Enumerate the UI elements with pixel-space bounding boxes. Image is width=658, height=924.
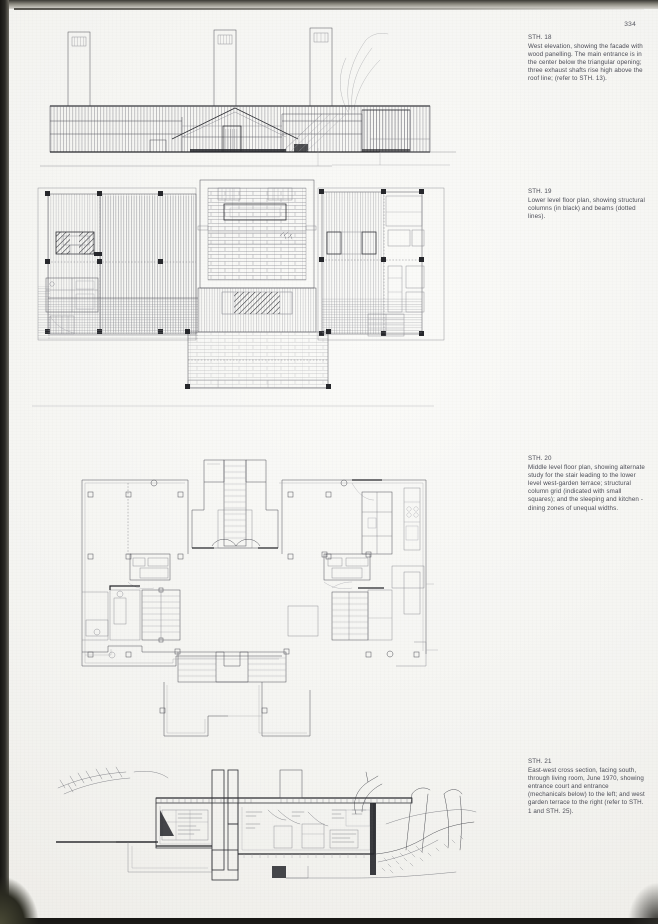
- caption-text: Lower level floor plan, showing structur…: [528, 197, 645, 221]
- structural-column: [381, 189, 386, 194]
- photo-corner-bottom-right: [610, 858, 658, 924]
- vegetation-sketch: [340, 33, 389, 113]
- plan19-center-core: [197, 179, 317, 289]
- book-gutter-edge: [0, 0, 9, 924]
- sleeping-zone-west: [81, 479, 189, 666]
- column-grid-marker: [413, 651, 420, 658]
- kitchen-cabinets: [361, 491, 393, 555]
- entrance-court: [116, 803, 212, 873]
- round-column: [340, 479, 348, 487]
- caption-number: STH. 18: [528, 34, 552, 41]
- west-garden-terrace-landscape: [56, 771, 477, 879]
- mechanicals-below: [211, 849, 239, 881]
- column-grid-marker: [177, 553, 184, 560]
- caption-number: STH. 20: [528, 455, 552, 462]
- caption-sth-21: STH. 21 East-west cross section, facing …: [528, 758, 646, 816]
- landscape-sketch-left: [57, 766, 169, 795]
- entrance-threshold: [190, 149, 286, 153]
- fireplace-stack: [191, 459, 279, 549]
- entrance-poche-wall: [211, 769, 225, 871]
- page-top-edge: [9, 0, 658, 9]
- fireplace-core: [55, 231, 102, 256]
- west-garden-terrace-stair: [82, 583, 438, 737]
- plan19-terrace: [32, 287, 434, 407]
- column-grid-marker: [177, 491, 184, 498]
- column-grid-marker: [125, 491, 132, 498]
- column-grid-marker: [365, 651, 372, 658]
- triangular-opening: [171, 107, 299, 140]
- column-grid-marker: [125, 553, 132, 560]
- plan19-west-wing: [37, 187, 198, 341]
- column-grid-marker: [287, 491, 294, 498]
- page-top-rule: [14, 8, 644, 10]
- structural-column: [319, 189, 324, 194]
- kitchen-dining-zone-east: [279, 479, 427, 658]
- caption-number: STH. 21: [528, 758, 552, 765]
- main-entrance: [222, 125, 242, 153]
- tree-sketch: [354, 771, 463, 853]
- living-room-void: [287, 605, 319, 637]
- structural-column: [97, 191, 102, 196]
- caption-number: STH. 19: [528, 188, 552, 195]
- section-building: [116, 769, 413, 881]
- column-grid-marker: [87, 651, 94, 658]
- living-room-section: [237, 803, 376, 875]
- structural-column: [381, 257, 386, 262]
- caption-text: East-west cross section, facing south, t…: [528, 767, 645, 815]
- kitchen-counter-east: [391, 487, 425, 615]
- caption-text: West elevation, showing the facade with …: [528, 43, 643, 83]
- ground-lines: [40, 110, 456, 167]
- facade-vent: [294, 144, 308, 152]
- structural-column: [158, 259, 163, 264]
- furniture-dining-east: [321, 551, 372, 589]
- figure-sth-20-middle-level-plan: [66, 454, 446, 744]
- photo-corner-bottom-left: [0, 850, 60, 924]
- page-number: 334: [624, 21, 636, 28]
- exhaust-shaft-left: [67, 31, 91, 107]
- figure-sth-19-lower-level-plan: [22, 174, 452, 424]
- exhaust-shaft-right: [309, 27, 333, 107]
- round-column: [386, 650, 394, 658]
- stair-east-alt: [331, 581, 393, 641]
- column-grid-marker: [325, 491, 332, 498]
- round-column: [150, 479, 158, 487]
- stair-west-alt: [141, 587, 181, 643]
- column-grid-marker: [125, 651, 132, 658]
- figure-sth-21-cross-section: [56, 754, 477, 884]
- east-wall-poche: [370, 803, 376, 875]
- exhaust-shaft-center: [213, 29, 237, 107]
- structural-column: [419, 189, 424, 194]
- figure-sth-18-elevation: [32, 18, 462, 170]
- page-sheet: 334: [8, 6, 658, 918]
- structural-column: [97, 259, 102, 264]
- caption-sth-19: STH. 19 Lower level floor plan, showing …: [528, 188, 646, 221]
- column-grid-marker: [159, 707, 166, 714]
- right-bay: [281, 109, 411, 153]
- structural-column: [158, 191, 163, 196]
- column-grid-marker: [261, 707, 268, 714]
- structural-column: [319, 257, 324, 262]
- column-grid-marker: [87, 491, 94, 498]
- caption-sth-18: STH. 18 West elevation, showing the faca…: [528, 34, 646, 84]
- caption-sth-20: STH. 20 Middle level floor plan, showing…: [528, 455, 646, 513]
- bath-west: [82, 585, 141, 641]
- caption-text: Middle level floor plan, showing alterna…: [528, 464, 645, 512]
- furniture-bed-west: [127, 553, 171, 589]
- terrace-step: [272, 866, 286, 878]
- column-grid-marker: [87, 553, 94, 560]
- rooms-east: [385, 195, 425, 313]
- structural-column: [45, 191, 50, 196]
- column-grid-marker: [287, 553, 294, 560]
- structural-column: [45, 259, 50, 264]
- plan19-east-wing: [317, 187, 445, 341]
- structural-column: [419, 257, 424, 262]
